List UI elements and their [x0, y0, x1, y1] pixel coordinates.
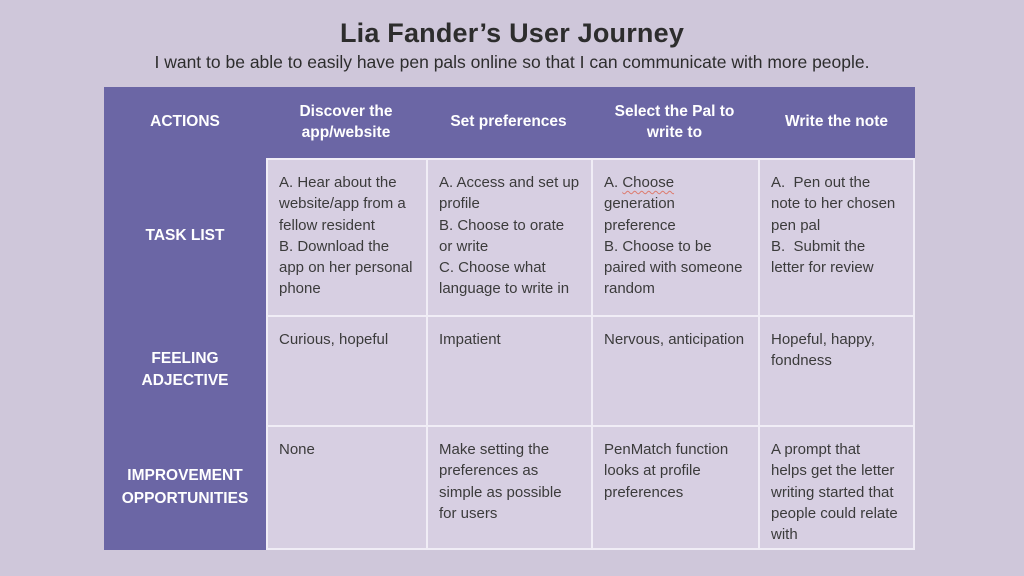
cell-feeling-discover: Curious, hopeful [266, 315, 426, 425]
cell-feeling-preferences: Impatient [426, 315, 591, 425]
user-journey-table: ACTIONS Discover the app/website Set pre… [104, 87, 915, 550]
column-header-set-preferences: Set preferences [426, 87, 591, 158]
cell-feeling-select-pal: Nervous, anticipation [591, 315, 758, 425]
row-header-task-list: TASK LIST [104, 158, 266, 315]
cell-improvement-select-pal: PenMatch function looks at profile prefe… [591, 425, 758, 550]
row-header-feeling-adjective: FEELING ADJECTIVE [104, 315, 266, 425]
cell-improvement-preferences: Make setting the preferences as simple a… [426, 425, 591, 550]
misspelled-word: Choose [622, 174, 675, 191]
column-header-write-note: Write the note [758, 87, 915, 158]
column-header-discover-app: Discover the app/website [266, 87, 426, 158]
cell-tasklist-discover: A. Hear about the website/app from a fel… [266, 158, 426, 315]
cell-tasklist-select-pal: A. Choose generation preference B. Choos… [591, 158, 758, 315]
cell-tasklist-preferences: A. Access and set up profile B. Choose t… [426, 158, 591, 315]
page-subtitle: I want to be able to easily have pen pal… [154, 52, 870, 72]
column-header-select-pal: Select the Pal to write to [591, 87, 758, 158]
cell-improvement-discover: None [266, 425, 426, 550]
cell-tasklist-write-note: A. Pen out the note to her chosen pen pa… [758, 158, 915, 315]
cell-improvement-write-note: A prompt that helps get the letter writi… [758, 425, 915, 550]
corner-header-actions: ACTIONS [104, 87, 266, 158]
page-title: Lia Fander’s User Journey [339, 18, 685, 48]
cell-feeling-write-note: Hopeful, happy, fondness [758, 315, 915, 425]
row-header-improvement-opportunities: IMPROVEMENT OPPORTUNITIES [104, 425, 266, 550]
